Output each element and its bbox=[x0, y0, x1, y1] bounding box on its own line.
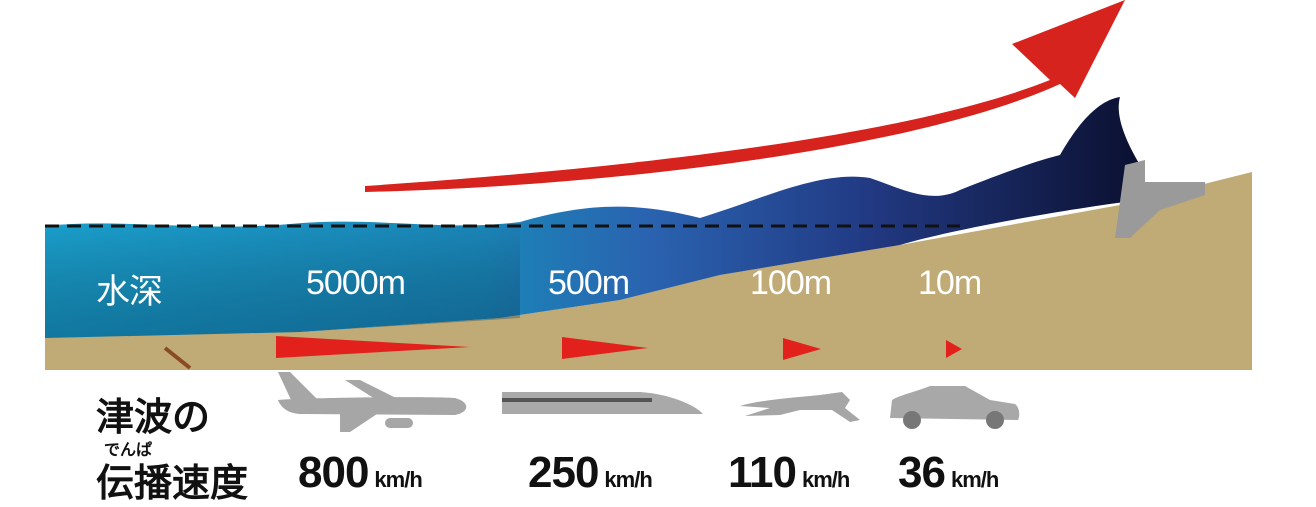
speed-title-ruby: でんぱ bbox=[104, 442, 153, 459]
depth-label-10m: 10m bbox=[918, 264, 982, 302]
debris-icon bbox=[163, 346, 192, 370]
tsunami-growth-arrow bbox=[365, 0, 1125, 192]
speed-value: 36 bbox=[898, 448, 946, 497]
speed-unit: km/h bbox=[801, 467, 850, 492]
speed-arrow-5000m bbox=[276, 336, 470, 358]
depth-label-header: 水深 bbox=[96, 273, 163, 311]
water-depth-shade bbox=[45, 222, 520, 338]
speed-title-line2: 伝播速度 bbox=[96, 463, 249, 505]
speed-unit: km/h bbox=[950, 467, 999, 492]
speed-value: 800 bbox=[298, 448, 369, 497]
airplane-icon bbox=[278, 372, 467, 432]
car-icon bbox=[890, 386, 1020, 429]
speed-unit: km/h bbox=[604, 467, 652, 492]
depth-label-100m: 100m bbox=[750, 264, 832, 302]
speed-arrow-100m bbox=[783, 338, 821, 360]
speed-value: 250 bbox=[528, 448, 599, 497]
depth-label-5000m: 5000m bbox=[306, 264, 406, 302]
seabed bbox=[45, 172, 1252, 370]
depth-label-500m: 500m bbox=[548, 264, 630, 302]
seawall-icon bbox=[1115, 160, 1205, 238]
speed-unit: km/h bbox=[374, 467, 422, 492]
cheetah-icon bbox=[740, 392, 860, 422]
speed-value: 110 bbox=[728, 448, 797, 497]
bullet-train-icon bbox=[502, 392, 703, 414]
speed-arrow-10m bbox=[946, 340, 962, 358]
speed-arrow-500m bbox=[562, 337, 648, 359]
speed-title-line1: 津波の bbox=[96, 397, 211, 439]
